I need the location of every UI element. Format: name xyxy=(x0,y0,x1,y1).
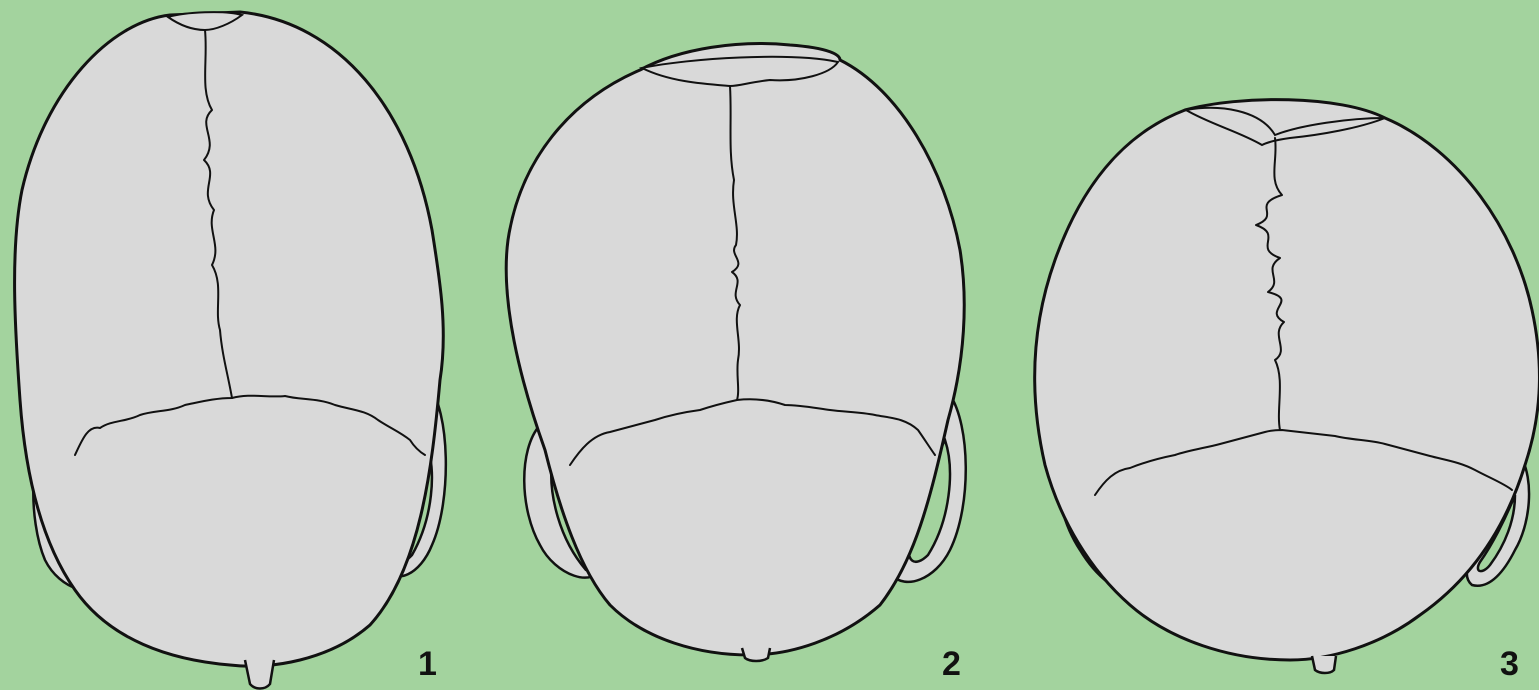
figure-label-3: 3 xyxy=(1500,645,1519,683)
figure-label-1: 1 xyxy=(418,645,437,683)
skull-figure-3 xyxy=(1035,100,1539,673)
skull-outline-1 xyxy=(15,12,444,666)
occipital-tab-2 xyxy=(742,648,770,661)
occipital-tab-3 xyxy=(1312,656,1336,673)
figure-label-2: 2 xyxy=(942,645,961,683)
skull-figure-1 xyxy=(15,12,446,689)
skull-figure-2 xyxy=(506,44,966,661)
skull-outline-3 xyxy=(1035,100,1539,660)
occipital-tab-1 xyxy=(245,660,274,689)
